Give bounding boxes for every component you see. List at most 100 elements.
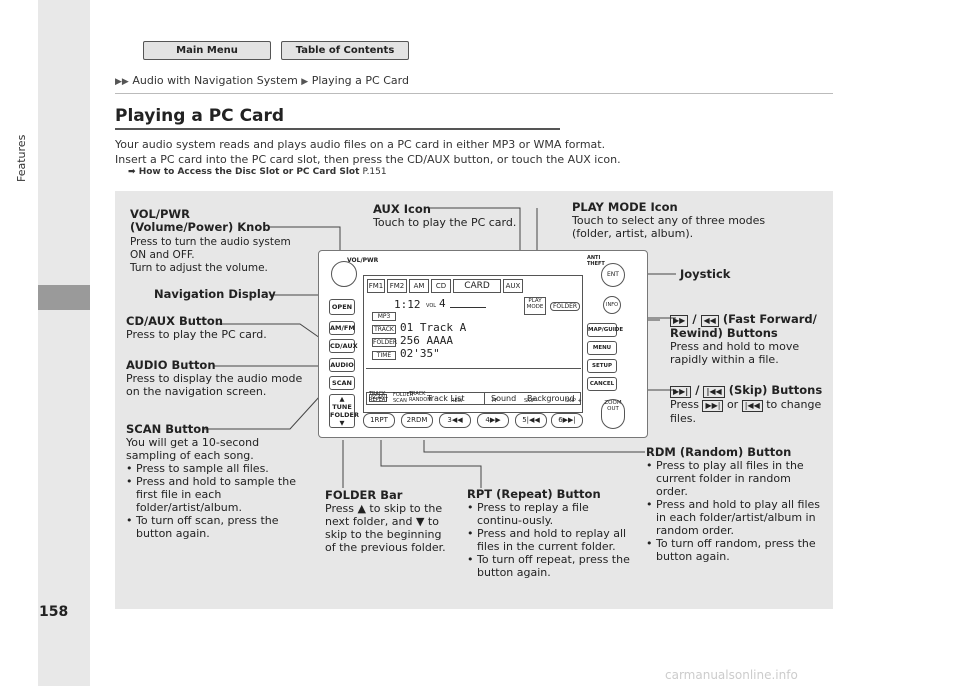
breadcrumb: ▶▶ Audio with Navigation System ▶ Playin… [115, 74, 409, 87]
tab-card[interactable]: CARD [453, 279, 501, 293]
intro-line-1: Your audio system reads and plays audio … [115, 138, 606, 151]
ff-desc-1: Press and hold to move [670, 340, 800, 353]
out-label: OUT [607, 406, 619, 412]
menu-divider [484, 392, 485, 405]
rdm-bullet: To turn off random, press the button aga… [646, 537, 826, 563]
volume-bar [450, 300, 486, 308]
vol-pwr-desc: Press to turn the audio system ON and OF… [130, 236, 291, 275]
toc-button[interactable]: Table of Contents [281, 41, 409, 60]
breadcrumb-item: Playing a PC Card [311, 74, 409, 87]
tune-label: TUNE [332, 403, 352, 411]
preset-3-rew-button[interactable]: 3◀◀ [439, 413, 471, 428]
watermark: carmanualsonline.info [665, 668, 798, 682]
tab-cd[interactable]: CD [431, 279, 451, 293]
scan-bullet: Press to sample all files. [126, 462, 296, 475]
rpt-title: RPT (Repeat) Button [467, 487, 601, 501]
map-guide-button[interactable]: MAP/GUIDE [587, 323, 623, 337]
cancel-button[interactable]: CANCEL [587, 377, 617, 391]
ref-text: How to Access the Disc Slot or PC Card S… [138, 167, 360, 177]
vol-pwr-label: VOL/PWR [347, 257, 379, 264]
tab-am[interactable]: AM [409, 279, 429, 293]
menu-sound[interactable]: Sound [491, 394, 517, 403]
screen-divider [366, 368, 581, 369]
breadcrumb-item[interactable]: Audio with Navigation System [132, 74, 298, 87]
folder-bar-title: FOLDER Bar [325, 488, 403, 502]
cdaux-desc: Press to play the PC card. [126, 328, 267, 341]
joystick-title: Joystick [680, 267, 731, 281]
ff-desc-2: rapidly within a file. [670, 353, 779, 366]
audio-callout: AUDIO Button Press to display the audio … [126, 359, 302, 399]
sub-label-ff: FF [492, 398, 498, 404]
scan-button[interactable]: SCAN [329, 376, 355, 390]
ref-page: P.151 [362, 167, 387, 177]
cd-aux-button[interactable]: CD/AUX [329, 339, 358, 353]
vol-label: VOL [426, 303, 437, 309]
preset-1-rpt-button[interactable]: 1RPT [363, 413, 395, 428]
rpt-bullet: To turn off repeat, press the button aga… [467, 553, 632, 579]
nav-display-callout: Navigation Display [154, 288, 276, 301]
rdm-bullet: Press and hold to play all files in each… [646, 498, 826, 537]
track-tag: TRACK [372, 325, 396, 334]
info-button[interactable]: INFO [603, 296, 621, 314]
breadcrumb-arrow-icon: ▶▶ [115, 77, 129, 87]
folder-name: 256 AAAA [400, 334, 453, 347]
skip-desc-2: to change [766, 398, 822, 411]
down-arrow-icon: ▼ [339, 419, 345, 427]
skip-desc-1: Press [670, 398, 699, 411]
vol-title-1: VOL/PWR [130, 207, 190, 221]
vol-desc-1: Press to turn the audio system [130, 236, 291, 248]
joystick-ent-button[interactable]: ENT [601, 263, 625, 287]
header-rule [115, 93, 833, 94]
page-number: 158 [39, 604, 69, 620]
time-tag: TIME [372, 351, 396, 360]
audio-button[interactable]: AUDIO [329, 358, 355, 372]
skip-back-icon: |◀◀ [703, 386, 725, 398]
preset-4-ff-button[interactable]: 4▶▶ [477, 413, 509, 428]
vol-value: 4 [439, 297, 446, 310]
title-rule [115, 128, 560, 130]
skip-forward-icon: ▶▶| [702, 400, 724, 412]
am-fm-button[interactable]: AM/FM [329, 321, 355, 335]
preset-2-rdm-button[interactable]: 2RDM [401, 413, 433, 428]
scan-title: SCAN Button [126, 422, 210, 436]
clock: 1:12 [394, 298, 421, 311]
menu-track-list[interactable]: Track List [427, 394, 465, 403]
tab-fm1[interactable]: FM1 [367, 279, 385, 293]
scan-desc-2: sampling of each song. [126, 449, 254, 462]
breadcrumb-arrow-icon: ▶ [301, 77, 309, 87]
ff-rew-callout: ▶▶ / ◀◀ (Fast Forward/ Rewind) Buttons P… [670, 313, 830, 366]
play-mode-title: PLAY MODE Icon [572, 200, 678, 214]
tab-fm2[interactable]: FM2 [387, 279, 407, 293]
anti-theft-label: ANTI THEFT [587, 255, 605, 267]
setup-button[interactable]: SETUP [587, 359, 617, 373]
elapsed-time: 02'35" [400, 347, 440, 360]
zoom-label: ZOOM [604, 400, 622, 406]
skip-back-icon: |◀◀ [741, 400, 763, 412]
preset-6-skip-fwd-button[interactable]: 6▶▶| [551, 413, 583, 428]
audio-unit: VOL/PWR OPEN AM/FM CD/AUX AUDIO SCAN ▲ T… [318, 250, 648, 438]
play-mode-callout: PLAY MODE Icon Touch to select any of th… [572, 200, 765, 241]
menu-button[interactable]: MENU [587, 341, 617, 355]
vol-desc-3: Turn to adjust the volume. [130, 262, 268, 274]
zoom-control[interactable]: ZOOM OUT [601, 399, 625, 429]
aux-icon[interactable]: AUX [503, 279, 523, 293]
tune-folder-bar[interactable]: ▲ TUNE FOLDER ▼ [329, 394, 359, 428]
rpt-bullet: Press to replay a file continu-ously. [467, 501, 632, 527]
folder-desc-3: skip to the beginning [325, 528, 442, 541]
play-mode-icon[interactable]: PLAY MODE [524, 297, 546, 315]
vol-pwr-callout: VOL/PWR (Volume/Power) Knob [130, 208, 270, 234]
vol-pwr-knob[interactable] [331, 261, 357, 287]
skip-desc-3: files. [670, 412, 696, 425]
scan-callout: SCAN Button You will get a 10-second sam… [126, 422, 296, 541]
menu-background[interactable]: Background [527, 394, 575, 403]
skip-callout: ▶▶| / |◀◀ (Skip) Buttons Press ▶▶| or |◀… [670, 384, 830, 425]
skip-forward-icon: ▶▶| [670, 386, 692, 398]
main-menu-button[interactable]: Main Menu [143, 41, 271, 60]
folder-tag: FOLDER [550, 302, 580, 311]
open-button[interactable]: OPEN [329, 299, 355, 315]
preset-5-skip-back-button[interactable]: 5|◀◀ [515, 413, 547, 428]
folder-scan-tag: FOLDER SCAN [393, 392, 414, 404]
cross-reference[interactable]: ➡ How to Access the Disc Slot or PC Card… [128, 167, 387, 177]
folder-desc-1: Press ▲ to skip to the [325, 502, 443, 515]
joystick-callout: Joystick [680, 268, 730, 281]
